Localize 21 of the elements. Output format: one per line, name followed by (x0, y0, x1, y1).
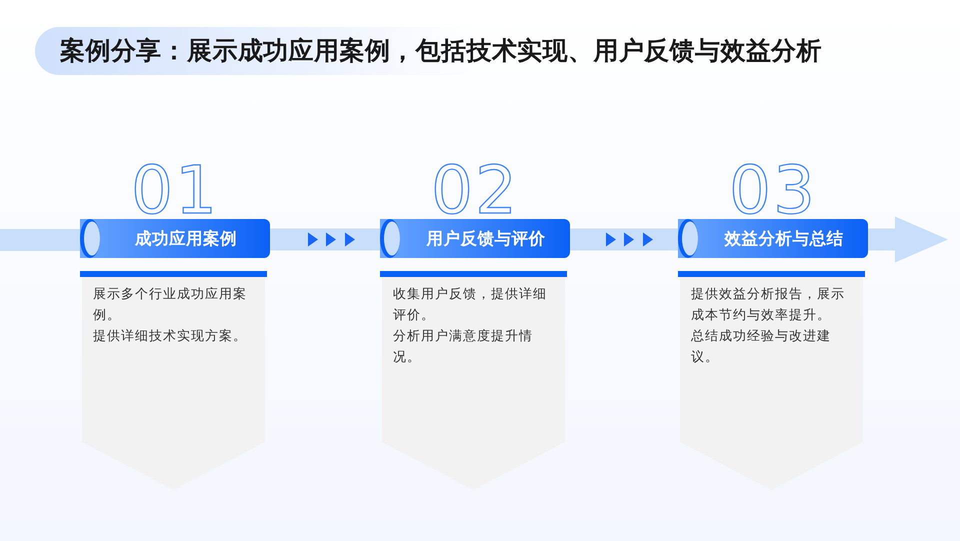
description-text: 提供详细技术实现方案。 (93, 328, 248, 346)
step-tab (380, 219, 570, 258)
step-number: 03 (728, 163, 818, 219)
flow-arrow (570, 228, 678, 250)
step-title: 用户反馈与评价 (425, 228, 546, 250)
description-text: 展示多个行业成功应用案例。 (93, 286, 248, 325)
description-text: 收集用户反馈，提供详细评价。 (393, 286, 548, 325)
step-title: 成功应用案例 (134, 228, 238, 250)
description-card (380, 271, 567, 490)
flow-arrow (868, 216, 948, 262)
step-tab (80, 219, 270, 258)
description-card (80, 271, 267, 490)
step-number: 02 (430, 163, 520, 219)
step-number: 01 (130, 163, 220, 219)
step-title: 效益分析与总结 (723, 228, 844, 250)
description-card (678, 271, 865, 490)
description-text: 分析用户满意度提升情况。 (393, 328, 534, 367)
description-text: 总结成功经验与改进建议。 (691, 328, 832, 367)
step-tab (678, 219, 868, 258)
flow-arrow (270, 228, 380, 250)
description-text: 提供效益分析报告，展示成本节约与效率提升。 (691, 286, 846, 325)
